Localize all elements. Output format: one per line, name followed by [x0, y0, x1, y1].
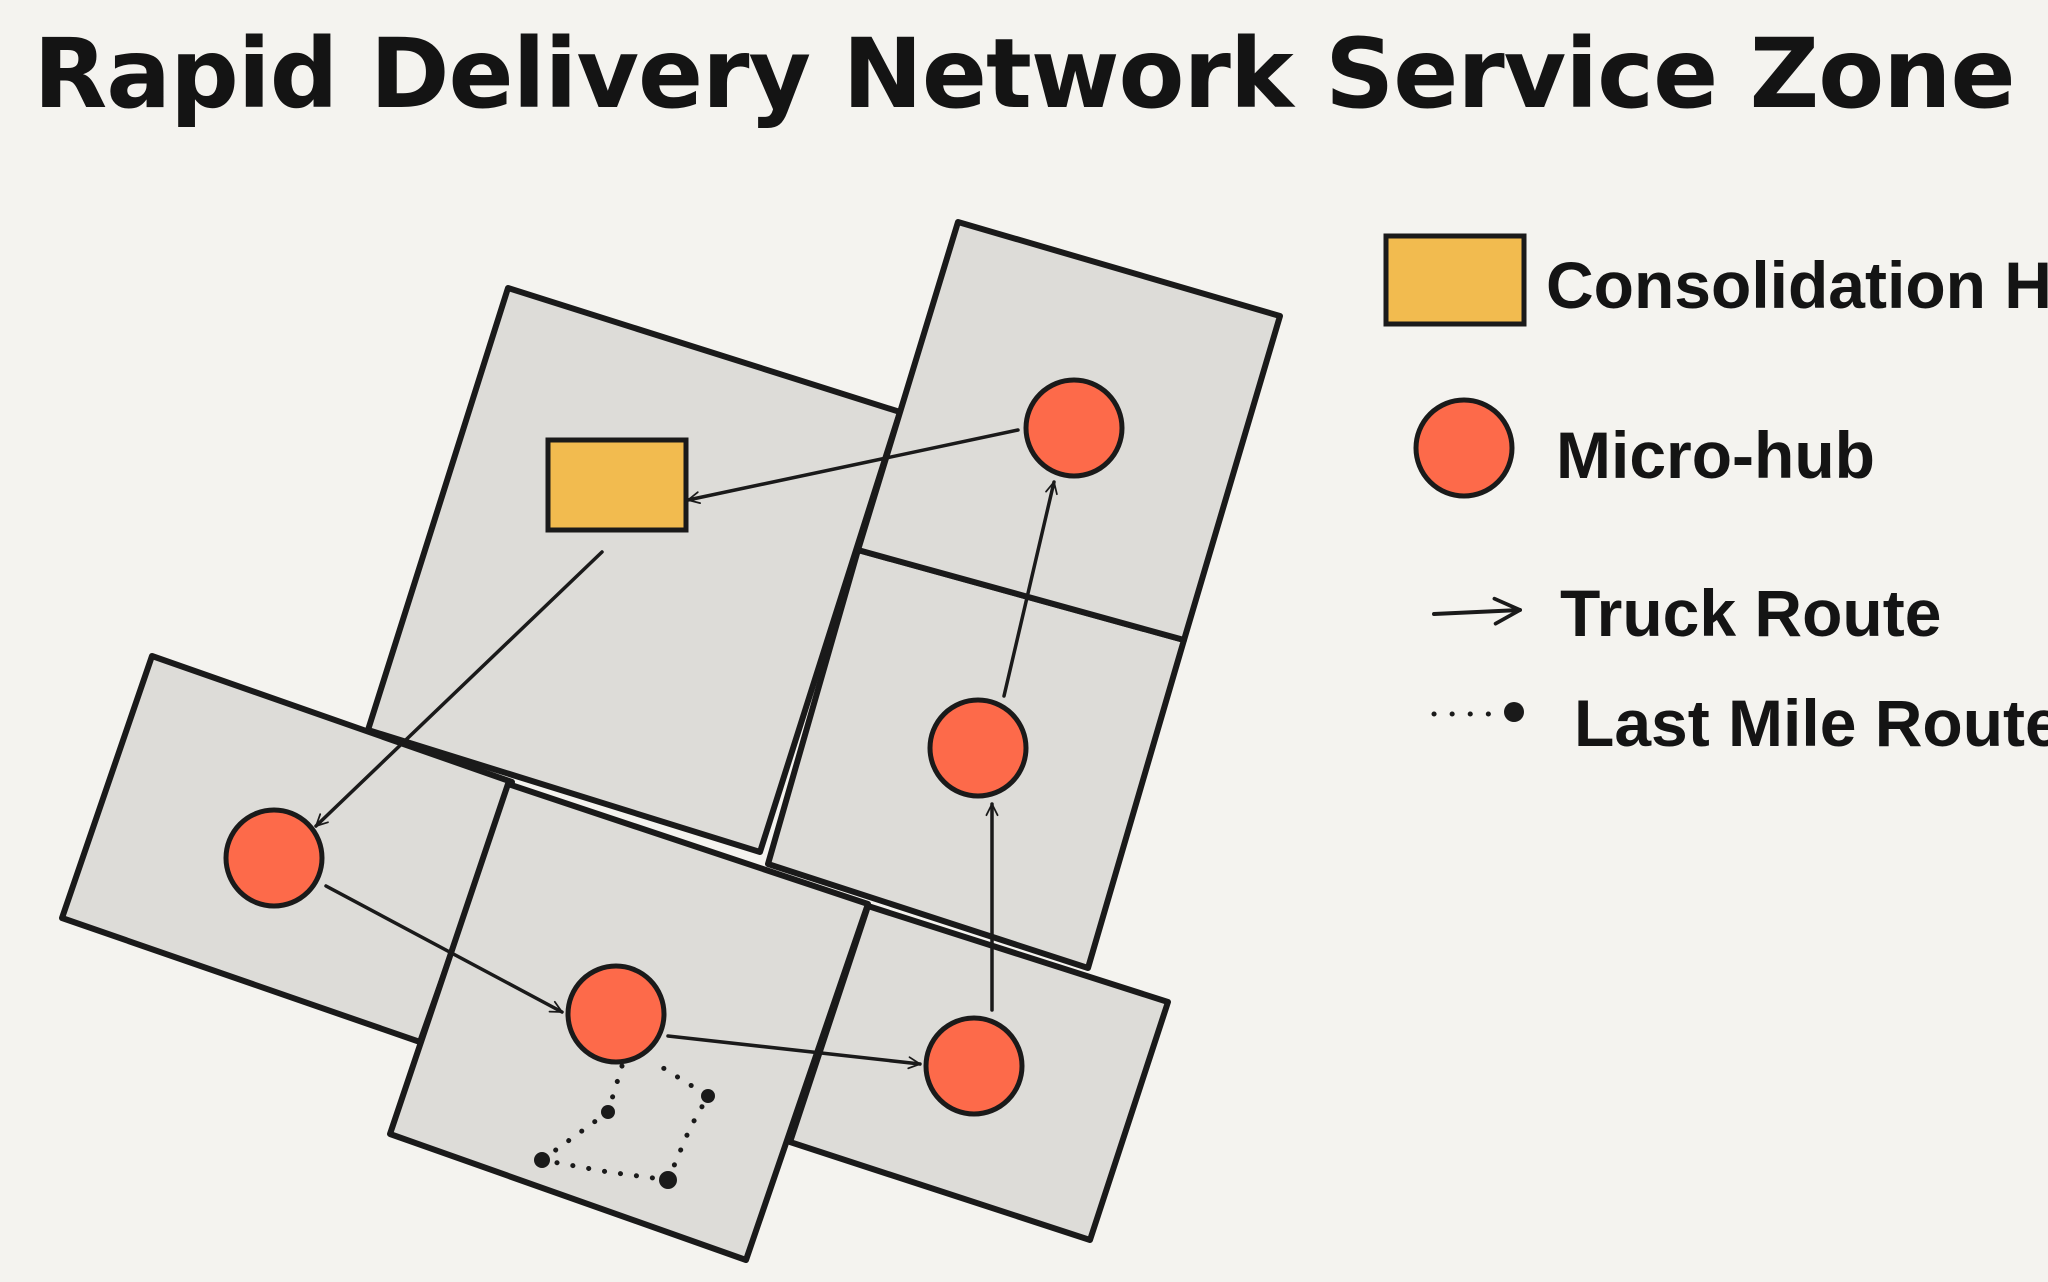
- micro-hub-northeast: [1023, 377, 1125, 479]
- last-mile-path: [535, 1063, 712, 1183]
- last-mile-stop: [701, 1089, 715, 1103]
- last-mile-route: [534, 1063, 715, 1189]
- legend-last-mile-label: Last Mile Route: [1574, 686, 2048, 760]
- consolidation-hub: [545, 437, 689, 533]
- micro-hub-southeast: [923, 1015, 1025, 1117]
- legend-truck-route-swatch: [1432, 596, 1522, 626]
- truck-route-hub-to-west: [314, 550, 604, 828]
- truck-routes: [314, 428, 1058, 1070]
- micro-hub-south: [565, 963, 667, 1065]
- truck-route-ne-to-hub: [686, 428, 1020, 505]
- legend: Consolidation Hub Micro-hub Truck Route …: [1383, 233, 2048, 760]
- last-mile-stop: [659, 1171, 677, 1189]
- legend-micro-hub-label: Micro-hub: [1556, 418, 1875, 492]
- last-mile-stop: [534, 1152, 550, 1168]
- diagram-title: Rapid Delivery Network Service Zone: [33, 18, 2015, 130]
- legend-consolidation-hub-label: Consolidation Hub: [1546, 248, 2048, 322]
- legend-last-mile-dot: [1504, 702, 1524, 722]
- zone-northwest: [365, 285, 903, 855]
- truck-route-west-to-south: [324, 884, 564, 1014]
- last-mile-stop: [601, 1105, 615, 1119]
- legend-micro-hub-swatch: [1413, 397, 1515, 499]
- legend-truck-route-label: Truck Route: [1560, 576, 1941, 650]
- truck-route-east-to-ne: [1002, 480, 1058, 698]
- legend-consolidation-hub-swatch: [1383, 233, 1527, 327]
- truck-route-south-to-se: [666, 1034, 922, 1070]
- micro-hub-east: [927, 697, 1029, 799]
- micro-hub-west: [223, 807, 325, 909]
- micro-hubs: [223, 377, 1125, 1117]
- service-zones: [59, 219, 1283, 1263]
